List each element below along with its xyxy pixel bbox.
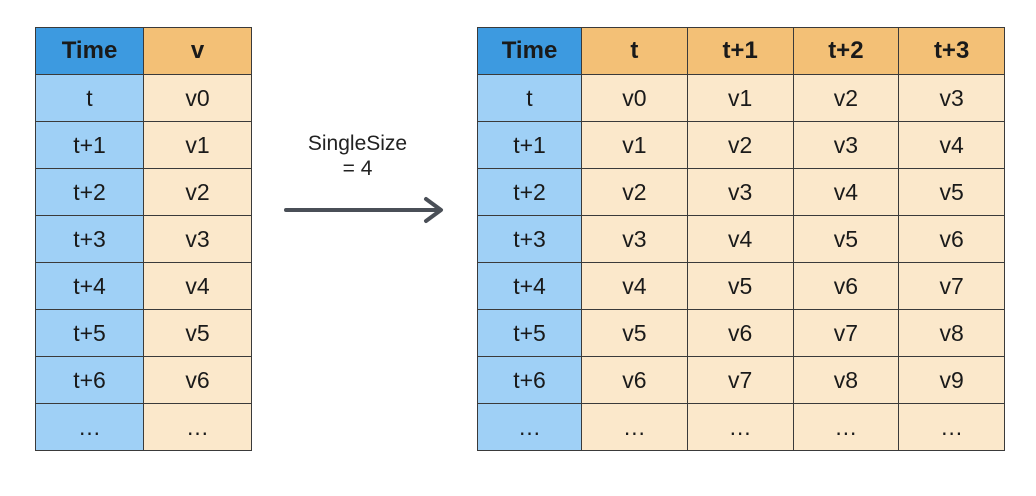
windowed-header-time: Time xyxy=(477,27,582,75)
windowed-value-cell: … xyxy=(898,403,1005,451)
source-value-cell: v0 xyxy=(143,74,252,122)
windowed-value-cell: v6 xyxy=(898,215,1005,263)
source-time-cell: t+2 xyxy=(35,168,144,216)
window-size-label: SingleSize = 4 xyxy=(307,132,408,180)
source-value-cell: v4 xyxy=(143,262,252,310)
windowed-value-cell: … xyxy=(581,403,688,451)
windowed-value-cell: v5 xyxy=(581,309,688,357)
windowed-value-cell: … xyxy=(686,403,794,451)
source-time-cell: t+1 xyxy=(35,121,144,169)
windowed-value-cell: v1 xyxy=(581,121,688,169)
windowed-value-cell: v3 xyxy=(898,74,1005,122)
windowed-row: …………… xyxy=(477,403,1005,451)
windowed-time-cell: t+6 xyxy=(477,356,582,404)
source-time-cell: t+3 xyxy=(35,215,144,263)
windowed-value-cell: v5 xyxy=(898,168,1005,216)
windowed-value-cell: v3 xyxy=(581,215,688,263)
windowed-time-cell: t+4 xyxy=(477,262,582,310)
windowed-value-cell: v5 xyxy=(792,215,900,263)
windowed-value-cell: v6 xyxy=(792,262,900,310)
source-value-cell: v3 xyxy=(143,215,252,263)
windowed-header-offset: t+3 xyxy=(898,27,1005,75)
windowed-value-cell: v2 xyxy=(792,74,900,122)
windowed-value-cell: v7 xyxy=(686,356,794,404)
windowed-value-cell: v9 xyxy=(898,356,1005,404)
windowed-header-offset: t+2 xyxy=(792,27,900,75)
windowed-value-cell: v4 xyxy=(898,121,1005,169)
source-time-cell: t xyxy=(35,74,144,122)
transform-arrow-icon xyxy=(284,197,443,223)
source-value-cell: v2 xyxy=(143,168,252,216)
windowed-value-cell: v8 xyxy=(898,309,1005,357)
windowed-value-cell: v0 xyxy=(581,74,688,122)
source-header-value: v xyxy=(143,27,252,75)
windowed-value-cell: … xyxy=(792,403,900,451)
source-time-cell: t+4 xyxy=(35,262,144,310)
windowed-value-cell: v3 xyxy=(792,121,900,169)
windowed-value-cell: v6 xyxy=(581,356,688,404)
windowed-header-offset: t+1 xyxy=(686,27,794,75)
windowed-table-header-row: Time t t+1 t+2 t+3 xyxy=(477,27,1005,75)
windowed-time-cell: t+3 xyxy=(477,215,582,263)
source-time-cell: t+5 xyxy=(35,309,144,357)
windowed-value-cell: v7 xyxy=(898,262,1005,310)
windowed-value-cell: v5 xyxy=(686,262,794,310)
source-value-cell: v6 xyxy=(143,356,252,404)
source-header-time: Time xyxy=(35,27,144,75)
source-table-header-row: Time v xyxy=(35,27,252,75)
windowed-value-cell: v2 xyxy=(686,121,794,169)
windowed-header-offset: t xyxy=(581,27,688,75)
source-time-cell: t+6 xyxy=(35,356,144,404)
windowed-time-cell: t xyxy=(477,74,582,122)
windowed-value-cell: v4 xyxy=(581,262,688,310)
windowed-time-cell: t+1 xyxy=(477,121,582,169)
windowed-time-cell: t+5 xyxy=(477,309,582,357)
windowed-time-cell: … xyxy=(477,403,582,451)
windowed-value-cell: v2 xyxy=(581,168,688,216)
windowed-value-cell: v1 xyxy=(686,74,794,122)
windowed-value-cell: v4 xyxy=(686,215,794,263)
source-value-cell: v5 xyxy=(143,309,252,357)
windowed-value-cell: v3 xyxy=(686,168,794,216)
source-value-cell: … xyxy=(143,403,252,451)
windowed-time-cell: t+2 xyxy=(477,168,582,216)
source-row: …… xyxy=(35,403,252,451)
source-time-cell: … xyxy=(35,403,144,451)
windowed-value-cell: v6 xyxy=(686,309,794,357)
windowed-value-cell: v7 xyxy=(792,309,900,357)
source-value-cell: v1 xyxy=(143,121,252,169)
windowed-value-cell: v8 xyxy=(792,356,900,404)
windowed-value-cell: v4 xyxy=(792,168,900,216)
